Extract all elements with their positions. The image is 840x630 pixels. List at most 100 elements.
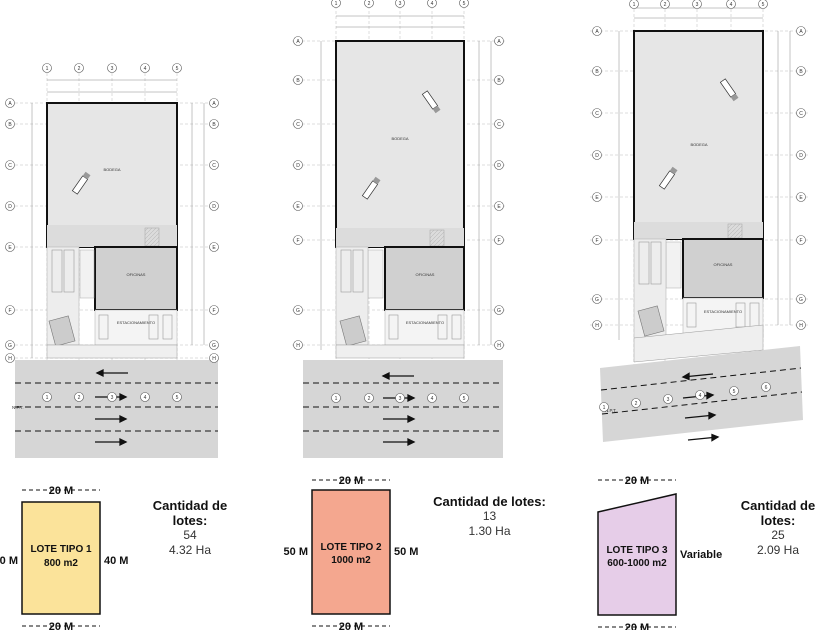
site-plans: ESTACIONAMIENTO BODEGA OFICINAS N.P.T. 1… xyxy=(5,0,810,458)
grid-col-4-bottom-bubble xyxy=(427,393,437,403)
lot-3-right-dim: Variable xyxy=(680,549,722,561)
grid-row-F-label: F xyxy=(595,238,598,244)
lot-2-area: 1000 m2 xyxy=(331,555,371,566)
grid-col-5-bottom-bubble xyxy=(459,393,469,403)
oficinas-label-3: OFICINAS xyxy=(714,262,733,267)
lot-diagram-3: 20 M LOTE TIPO 3 600-1000 m2 Variable 20… xyxy=(597,475,722,630)
plan-tipo-1: ESTACIONAMIENTO BODEGA OFICINAS N.P.T. 1… xyxy=(5,63,220,458)
grid-col-4-bubble xyxy=(726,0,736,9)
grid-col-5-bottom-label: 5 xyxy=(733,389,736,395)
grid-col-1-bubble xyxy=(42,63,52,73)
grid-row-B-bubble xyxy=(592,66,602,76)
grid-col-4-bottom-label: 4 xyxy=(699,393,702,399)
grid-col-2-bottom-label: 2 xyxy=(368,396,371,402)
grid-row-A-bubble xyxy=(293,36,303,46)
grid-row-E-right-label: E xyxy=(799,195,803,201)
grid-row-E-bubble xyxy=(592,192,602,202)
grid-col-1-label: 1 xyxy=(335,1,338,7)
lot-3-area: 600-1000 m2 xyxy=(607,558,667,569)
grid-row-B-right-bubble xyxy=(494,75,504,85)
plan-tipo-2: ESTACIONAMIENTO BODEGA OFICINAS 11223344… xyxy=(292,0,505,458)
grid-row-D-right-label: D xyxy=(212,204,216,210)
grid-row-C-right-bubble xyxy=(796,108,806,118)
grid-row-H-right-label: H xyxy=(212,356,216,362)
street-label-3: N.P.T. xyxy=(605,408,617,413)
grid-col-5-bottom-label: 5 xyxy=(176,395,179,401)
grid-col-3-bubble xyxy=(395,0,405,8)
grid-row-D-right-label: D xyxy=(497,163,501,169)
grid-row-E-bubble xyxy=(5,242,15,252)
lot-3-shape xyxy=(597,493,677,616)
lot-3-bottom-dim: 20 M xyxy=(625,622,649,630)
lot-2-title: LOTE TIPO 2 xyxy=(320,542,382,553)
grid-col-3-bottom-label: 3 xyxy=(399,396,402,402)
lot-2-left-dim: 50 M xyxy=(284,546,308,558)
grid-row-C-right-label: C xyxy=(799,111,803,117)
grid-col-5-bottom-bubble xyxy=(729,386,739,396)
grid-row-D-right-bubble xyxy=(494,160,504,170)
grid-col-1-bubble xyxy=(629,0,639,9)
grid-row-F-right-label: F xyxy=(212,308,215,314)
grid-row-D-label: D xyxy=(296,163,300,169)
grid-row-G-right-label: G xyxy=(497,308,501,314)
grid-row-F-right-label: F xyxy=(497,238,500,244)
lot-1-info: Cantidad de lotes: 54 4.32 Ha xyxy=(135,498,245,558)
grid-col-3-bottom-bubble xyxy=(395,393,405,403)
grid-row-G-right-label: G xyxy=(799,297,803,303)
grid-row-G-bubble xyxy=(293,305,303,315)
grid-col-1-label: 1 xyxy=(633,2,636,8)
grid-col-2-bottom-bubble xyxy=(364,393,374,403)
truck-icon xyxy=(421,90,441,114)
grid-row-F-right-bubble xyxy=(209,305,219,315)
lot-1-count: 54 xyxy=(183,528,197,542)
grid-col-5-bottom-bubble xyxy=(172,392,182,402)
truck-icon xyxy=(719,78,739,102)
grid-col-3-label: 3 xyxy=(696,2,699,8)
grid-row-D-right-bubble xyxy=(796,150,806,160)
grid-col-4-bottom-label: 4 xyxy=(431,396,434,402)
grid-row-E-right-label: E xyxy=(212,245,216,251)
grid-col-5-label: 5 xyxy=(176,66,179,72)
grid-row-C-right-label: C xyxy=(212,163,216,169)
plan-tipo-3: ESTACIONAMIENTO BODEGA OFICINAS N.P.T. 1… xyxy=(590,0,810,442)
grid-col-4-bottom-label: 4 xyxy=(144,395,147,401)
grid-row-G-right-bubble xyxy=(494,305,504,315)
grid-row-H-bubble xyxy=(592,320,602,330)
grid-col-2-bottom-label: 2 xyxy=(635,401,638,407)
grid-col-2-bottom-bubble xyxy=(631,398,641,408)
grid-col-4-bottom-bubble xyxy=(140,392,150,402)
grid-row-C-label: C xyxy=(296,122,300,128)
grid-row-H-right-label: H xyxy=(497,343,501,349)
grid-row-A-right-bubble xyxy=(494,36,504,46)
grid-row-A-right-label: A xyxy=(497,39,501,45)
bodega-label-1: BODEGA xyxy=(103,167,120,172)
grid-col-5-bubble xyxy=(758,0,768,9)
grid-col-3-label: 3 xyxy=(399,1,402,7)
grid-col-2-bubble xyxy=(660,0,670,9)
grid-row-G-bubble xyxy=(5,340,15,350)
lot-2-info: Cantidad de lotes: 13 1.30 Ha xyxy=(432,494,547,539)
lot-diagram-1: 20 M LOTE TIPO 1 800 m2 40 M 40 M 20 M xyxy=(0,485,128,630)
grid-col-6-bottom-bubble xyxy=(761,382,771,392)
grid-row-A-label: A xyxy=(595,29,599,35)
grid-row-H-bubble xyxy=(293,340,303,350)
grid-col-4-bottom-bubble xyxy=(695,390,705,400)
grid-row-A-right-bubble xyxy=(209,98,219,108)
grid-col-1-bottom-label: 1 xyxy=(603,405,606,411)
oficinas-label-1: OFICINAS xyxy=(127,272,146,277)
grid-row-E-right-label: E xyxy=(497,204,501,210)
grid-row-G-label: G xyxy=(595,297,599,303)
grid-row-B-label: B xyxy=(296,78,300,84)
truck-icon xyxy=(71,171,91,195)
bodega-label-3: BODEGA xyxy=(690,142,707,147)
lot-3-header: Cantidad de lotes: xyxy=(740,498,816,528)
grid-row-C-label: C xyxy=(595,111,599,117)
grid-col-5-label: 5 xyxy=(463,1,466,7)
grid-col-3-bottom-bubble xyxy=(107,392,117,402)
grid-row-C-right-bubble xyxy=(494,119,504,129)
grid-col-2-bubble xyxy=(74,63,84,73)
grid-row-E-right-bubble xyxy=(494,201,504,211)
grid-row-B-bubble xyxy=(293,75,303,85)
grid-row-A-bubble xyxy=(592,26,602,36)
grid-row-F-label: F xyxy=(296,238,299,244)
